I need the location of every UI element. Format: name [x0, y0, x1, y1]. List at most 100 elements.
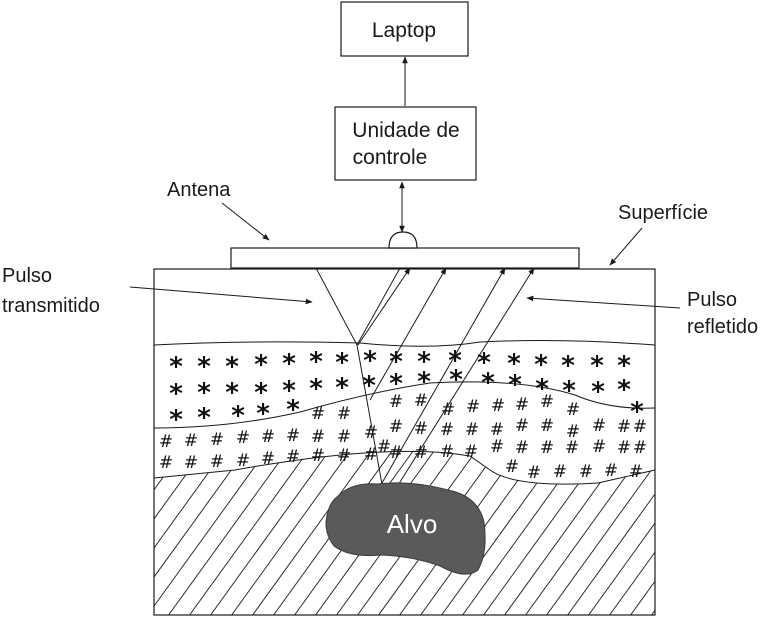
hash-symbol: #	[490, 420, 504, 440]
asterisk-symbol: *	[231, 401, 245, 431]
hatch-line	[164, 451, 296, 615]
asterisk-symbol: *	[449, 365, 463, 395]
hatch-line	[690, 440, 775, 619]
hash-symbol: #	[184, 431, 198, 451]
hash-symbol: #	[592, 437, 606, 457]
hash-symbol: #	[440, 442, 454, 462]
transmitted-pulse-pointer	[129, 286, 313, 305]
hash-symbol: #	[592, 416, 606, 436]
reflected-pulse-pointer	[526, 295, 681, 309]
hash-symbol: #	[414, 419, 428, 439]
hash-symbol: #	[364, 445, 378, 465]
hash-symbol: #	[311, 446, 325, 466]
asterisk-symbol: *	[169, 379, 183, 409]
asterisk-symbol: *	[254, 378, 268, 408]
asterisk-symbol: *	[590, 351, 604, 381]
reflected-ray-1	[357, 267, 411, 346]
antenna-label: Antena	[167, 179, 231, 201]
asterisk-symbol: *	[197, 403, 211, 433]
hash-symbol: #	[515, 438, 529, 458]
asterisk-symbol: *	[389, 369, 403, 399]
hash-symbol: #	[184, 453, 198, 473]
hash-symbol: #	[236, 428, 250, 448]
hash-symbol: #	[579, 462, 593, 482]
laptop-box: Laptop	[340, 1, 469, 57]
layer-boundary-3	[153, 450, 656, 485]
hash-symbol: #	[617, 417, 631, 437]
asterisk-symbol: *	[417, 367, 431, 397]
asterisk-symbol: *	[256, 399, 270, 429]
laptop-label: Laptop	[372, 19, 436, 42]
hatch-line	[669, 440, 775, 619]
target-label: Alvo	[387, 509, 438, 539]
antenna	[230, 231, 580, 269]
asterisk-symbol: *	[481, 368, 495, 398]
layer-boundary-1	[153, 340, 656, 347]
antenna-dome	[388, 231, 418, 249]
reflected-pulse-label-line2: refletido	[687, 316, 758, 338]
asterisk-symbol: *	[282, 376, 296, 406]
hash-symbol: #	[261, 449, 275, 469]
asterisk-symbol: *	[534, 350, 548, 380]
control-unit-label-line1: Unidade de	[352, 119, 459, 142]
hash-symbol: #	[465, 420, 479, 440]
hash-symbol: #	[490, 437, 504, 457]
hash-symbol: #	[311, 427, 325, 447]
hash-symbol: #	[286, 426, 300, 446]
hash-symbol: #	[566, 422, 580, 442]
asterisk-symbol: *	[169, 352, 183, 382]
hash-symbol: #	[441, 400, 455, 420]
hatch-line	[626, 451, 655, 615]
hash-symbol: #	[286, 447, 300, 467]
hash-symbol: #	[337, 446, 351, 466]
hatch-line	[154, 451, 275, 615]
hash-symbol: #	[466, 397, 480, 417]
asterisk-symbol: *	[169, 405, 183, 435]
hash-symbol: #	[540, 438, 554, 458]
asterisk-symbol: *	[507, 349, 521, 379]
ground-block	[153, 268, 656, 616]
hash-symbol: #	[515, 395, 529, 415]
hash-symbol: #	[377, 437, 391, 457]
asterisk-symbol: *	[562, 376, 576, 406]
hash-layer: ########################################…	[159, 391, 647, 483]
hash-symbol: #	[210, 430, 224, 450]
hash-symbol: #	[389, 392, 403, 412]
asterisk-symbol: *	[254, 350, 268, 380]
asterisk-symbol: *	[286, 395, 300, 425]
hatch-line	[248, 451, 380, 615]
transmitted-pulse-label-line1: Pulso	[2, 265, 52, 287]
asterisk-symbol: *	[282, 349, 296, 379]
hash-symbol: #	[540, 416, 554, 436]
reflected-ray-3	[377, 267, 506, 491]
asterisk-symbol: *	[389, 347, 403, 377]
asterisk-symbol: *	[197, 352, 211, 382]
asterisk-symbol: *	[225, 352, 239, 382]
hatch-line	[563, 451, 655, 615]
hatch-line	[206, 451, 338, 615]
asterisk-symbol: *	[617, 351, 631, 381]
hash-symbol: #	[337, 404, 351, 424]
asterisk-symbol: *	[417, 347, 431, 377]
hash-symbol: #	[553, 462, 567, 482]
surface-label: Superfície	[618, 202, 708, 224]
asterisk-symbol: *	[225, 378, 239, 408]
asterisk-symbol: *	[335, 373, 349, 403]
hash-symbol: #	[440, 420, 454, 440]
hash-symbol: #	[414, 391, 428, 411]
asterisk-symbol: *	[448, 346, 462, 376]
hash-symbol: #	[389, 417, 403, 437]
hash-symbol: #	[604, 461, 618, 481]
hatch-line	[711, 440, 775, 619]
reflected-pulse-label-line1: Pulso	[687, 289, 737, 311]
antenna-pointer	[221, 202, 270, 241]
hash-symbol: #	[337, 427, 351, 447]
hash-symbol: #	[210, 452, 224, 472]
layer-boundary-2	[153, 381, 656, 429]
hash-symbol: #	[364, 423, 378, 443]
control-unit-label-line2: controle	[353, 146, 428, 169]
asterisk-symbol: *	[197, 378, 211, 408]
hash-symbol: #	[540, 392, 554, 412]
asterisk-symbol: *	[363, 346, 377, 376]
asterisk-symbol: *	[508, 370, 522, 400]
